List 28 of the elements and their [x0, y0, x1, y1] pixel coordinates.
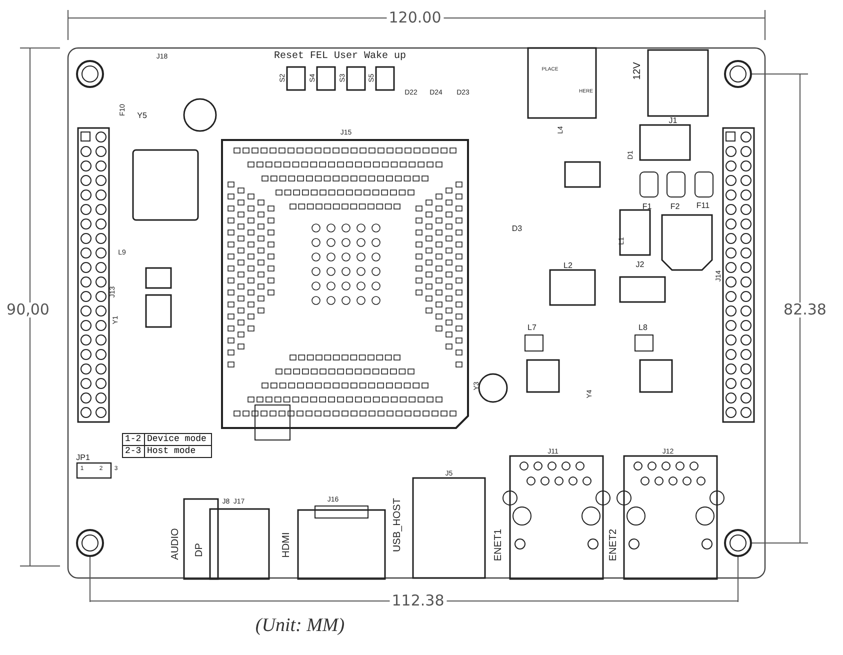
component-designator: Y5 — [137, 112, 147, 120]
component-designator: J2 — [636, 261, 644, 269]
table-cell-text: Host mode — [146, 446, 197, 457]
button-caption: Reset FEL User Wake up — [274, 52, 406, 62]
dimension-value: 82.38 — [782, 302, 828, 318]
dimension-value: 112.38 — [390, 594, 446, 608]
dimension-value: 90,00 — [4, 302, 52, 318]
component-designator: F2 — [670, 203, 680, 211]
table-cell: 2-3 — [123, 446, 145, 457]
connector-label: ENET2 — [609, 528, 619, 562]
component-designator: F1 — [642, 203, 652, 211]
connector-label: HDMI — [282, 532, 292, 558]
caption: (Unit: MM) — [255, 615, 345, 637]
connector-label: AUDIO — [171, 528, 181, 560]
connector-label: DP — [195, 543, 205, 557]
component-designator: J1 — [668, 117, 678, 125]
component-designator: L8 — [638, 324, 648, 332]
connector-label: ENET1 — [494, 528, 504, 562]
dimension-value: 120.00 — [386, 10, 444, 26]
component-designator: JP1 — [76, 454, 90, 462]
component-designator: F11 — [696, 202, 710, 210]
component-designator: L7 — [528, 324, 536, 332]
connector-label: 12V — [633, 62, 643, 80]
component-designator: L2 — [564, 262, 572, 270]
component-designator: D3 — [512, 225, 522, 233]
connector-label: USB_HOST — [393, 498, 403, 552]
table-cell: 1-2 — [123, 434, 145, 446]
table-cell: Device mode — [145, 434, 211, 446]
